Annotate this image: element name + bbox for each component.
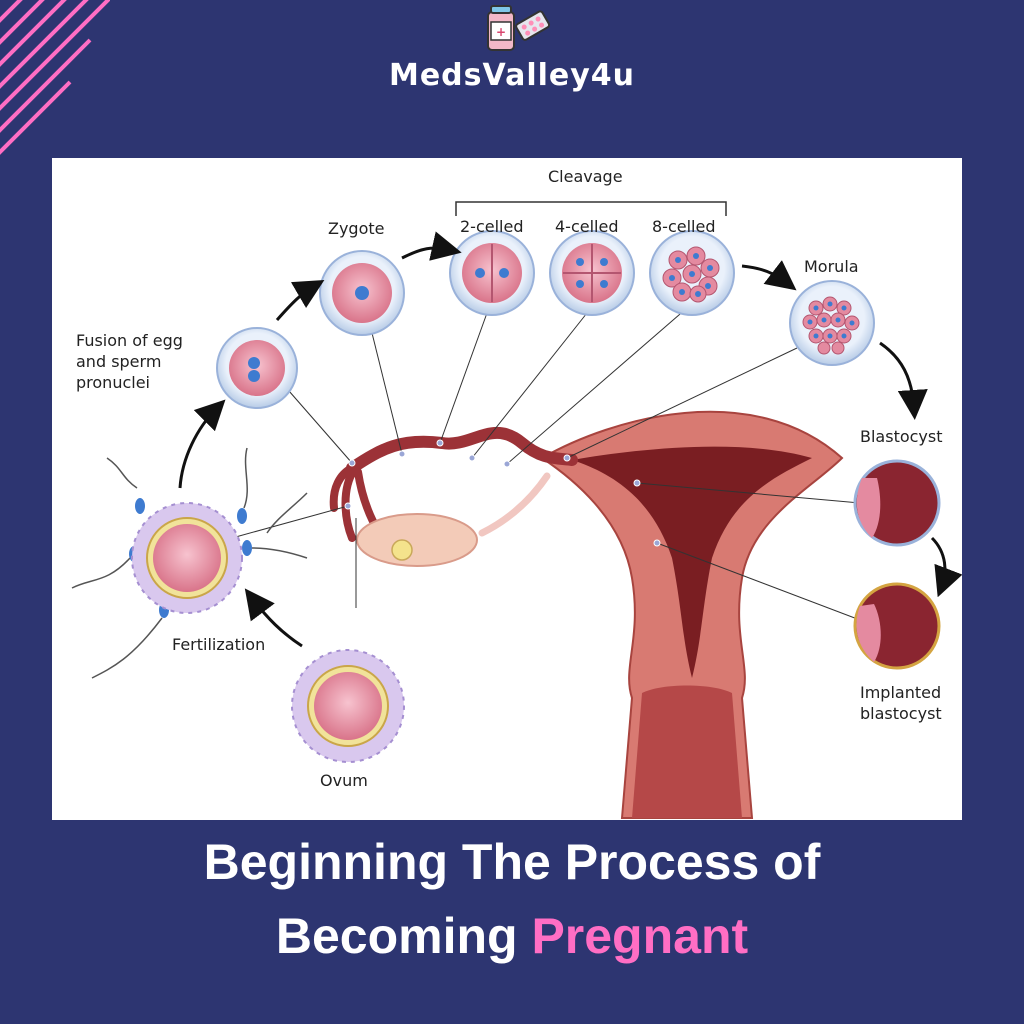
- ovary-follicle: [391, 539, 413, 561]
- fallopian-tube: [346, 426, 578, 474]
- label-zygote: Zygote: [328, 219, 385, 238]
- headline-line-2: Becoming Pregnant: [0, 906, 1024, 966]
- brand-name: MedsValley4u: [388, 58, 636, 93]
- fusion-cell: [216, 327, 298, 409]
- svg-text:+: +: [496, 25, 506, 39]
- decorative-stripes: [0, 0, 110, 155]
- uterus: [540, 410, 844, 819]
- process-arrows: [178, 231, 962, 648]
- medicine-bottle-icon: +: [487, 5, 551, 51]
- fertilization-diagram: [71, 201, 962, 819]
- four-celled-embryo: [549, 230, 635, 316]
- headline-line-2-text: Becoming: [275, 908, 532, 964]
- cleavage-bracket: [455, 201, 727, 216]
- blastocyst-cell: [853, 459, 941, 547]
- leader-dots: [344, 439, 661, 547]
- zygote-cell: [319, 250, 405, 336]
- ovum-cell: [291, 649, 405, 763]
- label-morula: Morula: [804, 257, 859, 276]
- label-eight-celled: 8-celled: [652, 217, 716, 236]
- label-blastocyst: Blastocyst: [860, 427, 943, 446]
- label-cleavage: Cleavage: [548, 167, 623, 186]
- label-fusion: Fusion of egg and sperm pronuclei: [76, 331, 183, 392]
- diagram-panel: Cleavage Zygote 2-celled 4-celled 8-cell…: [52, 158, 962, 820]
- label-implanted-blastocyst: Implanted blastocyst: [860, 683, 942, 723]
- headline-line-1: Beginning The Process of: [203, 834, 821, 890]
- ovarian-ligament: [478, 472, 551, 537]
- morula-cell: [789, 280, 875, 366]
- label-two-celled: 2-celled: [460, 217, 524, 236]
- fertilization-egg: [131, 502, 243, 614]
- headline-accent-word: Pregnant: [531, 908, 749, 964]
- label-fertilization: Fertilization: [172, 635, 266, 654]
- ovary: [356, 513, 478, 567]
- eight-celled-embryo: [649, 230, 735, 316]
- leader-lines: [231, 307, 861, 621]
- sperm-cells: [71, 447, 308, 679]
- implanted-blastocyst-cell: [853, 582, 941, 670]
- label-four-celled: 4-celled: [555, 217, 619, 236]
- label-ovum: Ovum: [320, 771, 368, 790]
- two-celled-embryo: [449, 230, 535, 316]
